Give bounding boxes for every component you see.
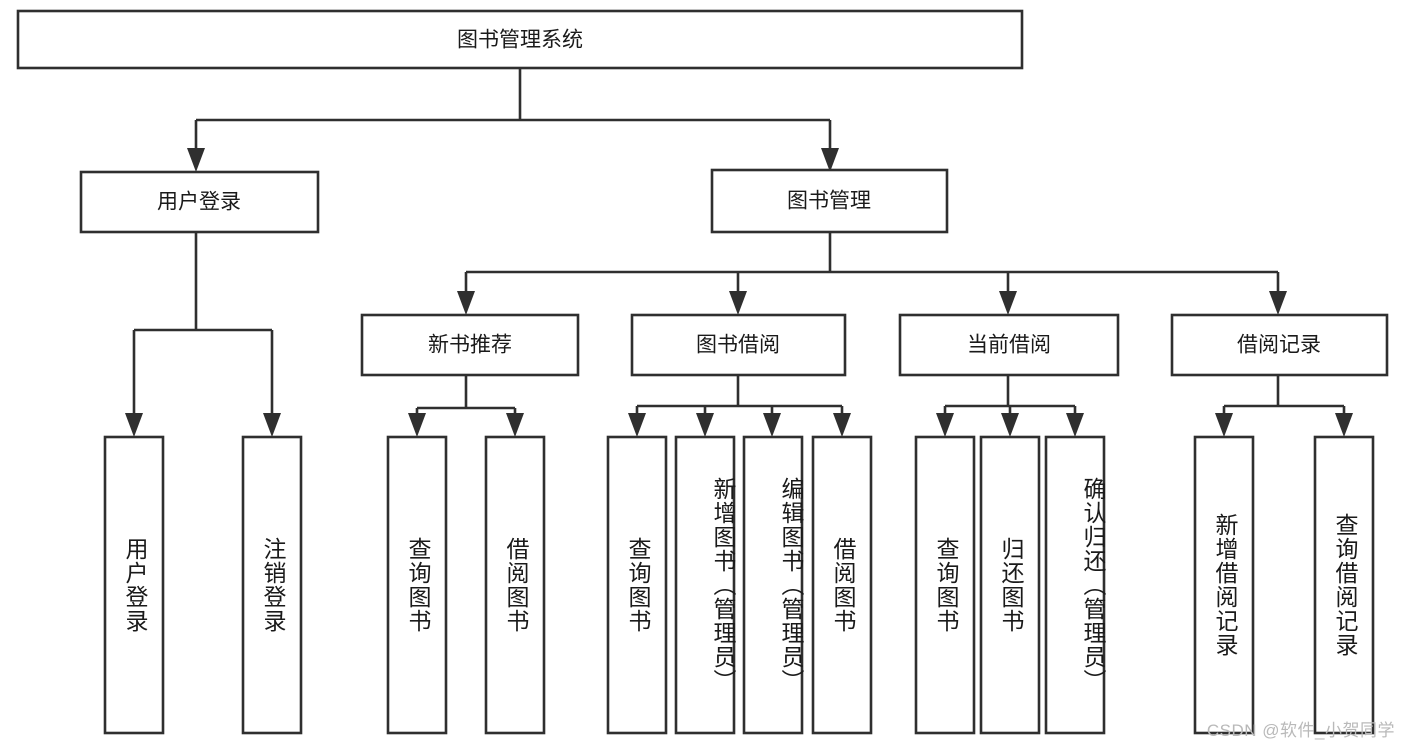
label-borrow-record: 借阅记录 [1237, 334, 1321, 357]
node-box-leaf-add-book[interactable] [674, 435, 736, 735]
arrowhead-book-borrow [729, 291, 747, 315]
arrowhead-leaf-query-book-2 [628, 413, 646, 437]
arrowhead-new-book-recommend [457, 291, 475, 315]
arrowhead-borrow-record [1269, 291, 1287, 315]
arrowhead-leaf-add-book [696, 413, 714, 437]
arrowhead-leaf-query-book-3 [936, 413, 954, 437]
arrowhead-user-login [187, 148, 205, 172]
node-box-leaf-add-record[interactable] [1193, 435, 1255, 735]
node-box-leaf-logout-login[interactable] [241, 435, 303, 735]
node-box-leaf-confirm-return[interactable] [1044, 435, 1106, 735]
node-box-leaf-return-book[interactable] [979, 435, 1041, 735]
label-current-borrow: 当前借阅 [967, 334, 1051, 357]
node-box-book-management[interactable] [710, 168, 949, 234]
label-book-management: 图书管理 [787, 190, 871, 213]
node-box-root[interactable] [16, 9, 1024, 70]
connector-group-book-management [457, 232, 1287, 315]
arrowhead-leaf-user-login [125, 413, 143, 437]
arrowhead-leaf-return-book [1001, 413, 1019, 437]
arrowhead-leaf-query-book-1 [408, 413, 426, 437]
connector-group-borrow-record [1215, 375, 1353, 437]
node-box-leaf-borrow-book-1[interactable] [484, 435, 546, 735]
arrowhead-leaf-confirm-return [1066, 413, 1084, 437]
node-box-book-borrow[interactable] [630, 313, 847, 377]
label-user-login: 用户登录 [157, 191, 241, 214]
connector-group-root [187, 68, 839, 172]
node-box-leaf-query-book-3[interactable] [914, 435, 976, 735]
arrowhead-leaf-edit-book [763, 413, 781, 437]
arrowhead-leaf-borrow-book-1 [506, 413, 524, 437]
node-box-leaf-user-login[interactable] [103, 435, 165, 735]
connector-group-new-book-recommend [408, 375, 524, 437]
node-box-leaf-edit-book[interactable] [742, 435, 804, 735]
arrowhead-leaf-borrow-book-2 [833, 413, 851, 437]
arrowhead-book-management [821, 148, 839, 172]
arrowhead-leaf-query-record [1335, 413, 1353, 437]
arrowhead-current-borrow [999, 291, 1017, 315]
label-book-borrow: 图书借阅 [696, 334, 780, 357]
label-root: 图书管理系统 [457, 29, 583, 52]
label-new-book-recommend: 新书推荐 [428, 334, 512, 357]
watermark-text: CSDN @软件_小贺同学 [1206, 721, 1395, 740]
node-box-leaf-query-book-2[interactable] [606, 435, 668, 735]
connector-group-user-login [125, 232, 281, 437]
arrowhead-leaf-add-record [1215, 413, 1233, 437]
node-box-leaf-borrow-book-2[interactable] [811, 435, 873, 735]
connector-group-book-borrow [628, 375, 851, 437]
node-box-user-login[interactable] [79, 170, 320, 234]
node-box-new-book-recommend[interactable] [360, 313, 580, 377]
node-box-leaf-query-book-1[interactable] [386, 435, 448, 735]
node-box-current-borrow[interactable] [898, 313, 1120, 377]
node-box-leaf-query-record[interactable] [1313, 435, 1375, 735]
node-box-borrow-record[interactable] [1170, 313, 1389, 377]
connector-group-current-borrow [936, 375, 1084, 437]
arrowhead-leaf-logout-login [263, 413, 281, 437]
